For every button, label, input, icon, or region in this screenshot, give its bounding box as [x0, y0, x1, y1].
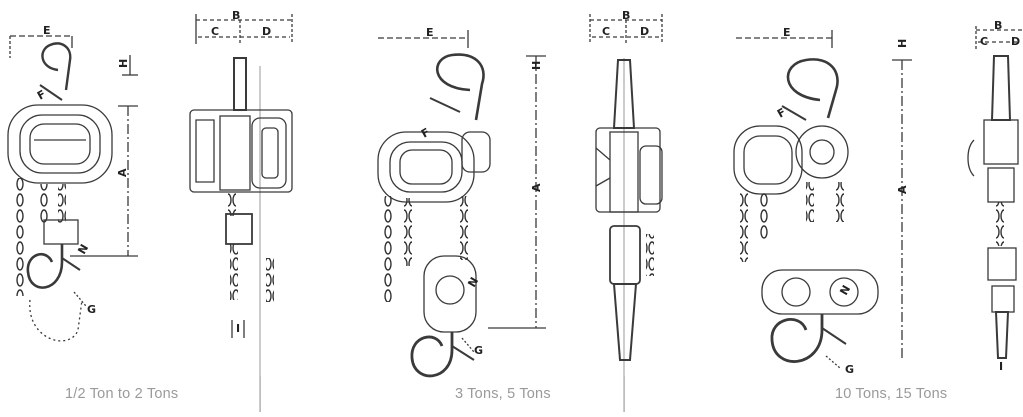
large-hoist-side-view	[967, 26, 1022, 359]
caption-small-capacity: 1/2 Ton to 2 Tons	[65, 386, 179, 402]
label-e-small: E	[43, 24, 51, 37]
label-n-large: N	[837, 283, 853, 297]
label-i-large: I	[999, 360, 1003, 373]
label-e-medium: E	[426, 26, 434, 39]
label-n-small: N	[75, 242, 91, 256]
divider-small-medium	[260, 376, 261, 412]
label-e-large: E	[783, 26, 791, 39]
label-g-medium: G	[474, 344, 483, 357]
label-c-small: C	[211, 25, 219, 38]
label-h-large: H	[896, 39, 909, 48]
label-c-medium: C	[602, 25, 610, 38]
divider-medium-large	[624, 376, 625, 412]
label-d-small: D	[262, 25, 271, 38]
label-h-small: H	[117, 59, 130, 68]
small-hoist-front-view	[7, 35, 138, 342]
label-a-medium: A	[530, 183, 543, 192]
label-d-large: D	[1011, 35, 1020, 48]
label-g-small: G	[87, 303, 96, 316]
caption-large-capacity: 10 Tons, 15 Tons	[835, 386, 948, 402]
label-a-large: A	[896, 185, 909, 194]
label-g-large: G	[845, 363, 854, 376]
caption-medium-capacity: 3 Tons, 5 Tons	[455, 386, 551, 402]
label-a-small: A	[116, 168, 129, 177]
label-h-medium: H	[530, 61, 543, 70]
label-b-small: B	[232, 9, 240, 22]
label-c-large: C	[980, 35, 988, 48]
medium-hoist-side-view	[589, 14, 663, 412]
large-hoist-front-view	[733, 30, 912, 369]
label-n-medium: N	[465, 275, 481, 289]
medium-hoist-front-view	[377, 30, 546, 378]
small-hoist-side-view	[189, 14, 293, 412]
label-b-large: B	[994, 19, 1002, 32]
label-d-medium: D	[640, 25, 649, 38]
label-b-medium: B	[622, 9, 630, 22]
label-f-medium: F	[419, 126, 432, 141]
label-i-small: I	[236, 322, 240, 335]
